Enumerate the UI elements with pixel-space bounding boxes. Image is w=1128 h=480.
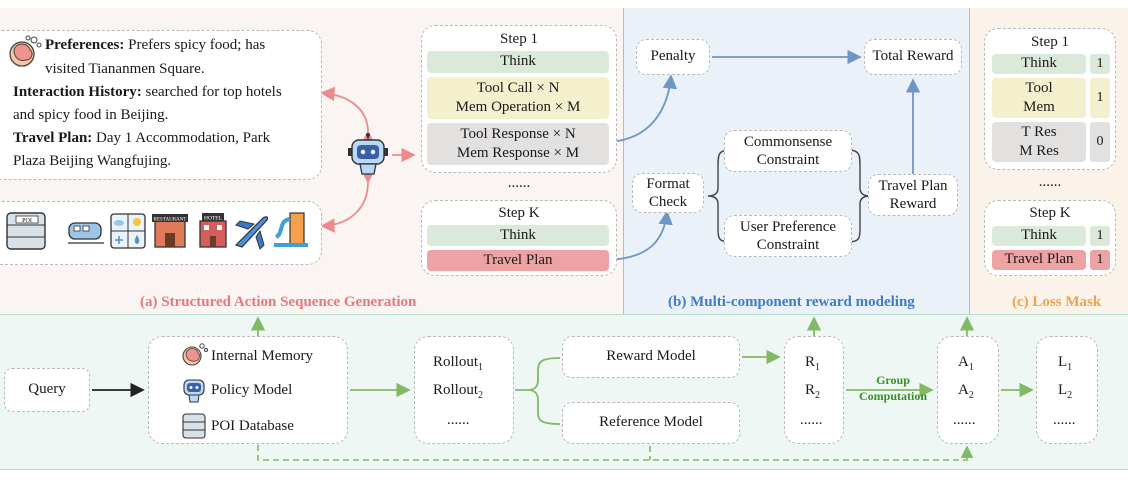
brace-rollout: [515, 357, 561, 425]
step-ellipsis: ......: [507, 175, 531, 191]
rollout-box: [414, 336, 514, 444]
poi-label: POI: [22, 218, 32, 224]
r-values-box: [784, 336, 844, 444]
stepk-title: Step K: [498, 205, 540, 221]
step1-think-row: Think: [427, 51, 609, 73]
stepk-travel-plan-row: Travel Plan: [427, 250, 609, 271]
a-values-box: [937, 336, 999, 444]
r-1: R1: [805, 354, 821, 373]
a-ellipsis: ......: [953, 412, 976, 428]
mask-think-value: 1: [1090, 54, 1110, 74]
l-2: L2: [1058, 382, 1073, 401]
memory-plan-line-2: Plaza Beijing Wangfujing.: [13, 153, 172, 169]
a-2: A2: [958, 382, 974, 401]
mask-ellipsis: ......: [1038, 174, 1062, 190]
mask-stepk-think-value: 1: [1090, 226, 1110, 246]
brain-icon: [9, 35, 42, 67]
r-ellipsis: ......: [800, 412, 823, 428]
mask-tool-value: 1: [1090, 78, 1110, 118]
hotel-icon: HOTEL: [199, 213, 227, 248]
rollout-ellipsis: ......: [447, 412, 470, 428]
step1-title: Step 1: [500, 31, 538, 47]
memory-box: [0, 30, 322, 180]
caption-b: (b) Multi-component reward modeling: [668, 294, 915, 310]
mask-stepk-think-row: Think: [992, 226, 1086, 246]
l-values-box: [1036, 336, 1098, 444]
mask-stepk-title: Step K: [1029, 205, 1071, 221]
total-reward-box: Total Reward: [864, 39, 962, 75]
mask-response-value: 0: [1090, 122, 1110, 162]
arrow-robot-to-memory: [320, 86, 376, 145]
rollout-2: Rollout2: [433, 382, 484, 401]
reference-model-box: Reference Model: [562, 402, 740, 444]
weather-icon: [110, 213, 146, 249]
l-ellipsis: ......: [1053, 412, 1076, 428]
database-icon-small: [182, 413, 206, 439]
a-1: A1: [958, 354, 974, 373]
arrow-step1-to-penalty: [607, 74, 678, 143]
arrow-stepk-to-format: [607, 210, 673, 261]
restaurant-sign-label: RESTAURANT: [154, 218, 187, 223]
penalty-box: Penalty: [636, 39, 710, 75]
rollout-1: Rollout1: [433, 354, 484, 373]
policy-model-label: Policy Model: [211, 382, 293, 398]
robot-icon-small: [183, 379, 205, 403]
internal-memory-label: Internal Memory: [211, 348, 314, 364]
r-2: R2: [805, 382, 821, 401]
mask-think-row: Think: [992, 54, 1086, 74]
stepk-think-row: Think: [427, 225, 609, 246]
mask-stepk-plan-row: Travel Plan: [992, 250, 1086, 270]
l-1: L1: [1058, 354, 1073, 373]
train-icon: [68, 222, 104, 244]
arrow-robot-to-tools: [320, 169, 376, 233]
waterpark-icon: [274, 212, 308, 247]
memory-preferences-line-1: Preferences: Prefers spicy food; has: [45, 37, 266, 53]
airplane-icon: [234, 216, 269, 250]
brace-format: [707, 149, 731, 243]
brain-icon-small: [182, 343, 208, 366]
memory-history-line-1: Interaction History: searched for top ho…: [13, 84, 282, 100]
memory-preferences-line-2: visited Tiananmen Square.: [45, 61, 205, 77]
caption-c: (c) Loss Mask: [1012, 294, 1102, 310]
reward-model-box: Reward Model: [562, 336, 740, 378]
robot-icon: [348, 133, 388, 175]
query-box: Query: [4, 368, 90, 412]
memory-history-line-2: and spicy food in Beijing.: [13, 107, 169, 123]
poi-database-label: POI Database: [211, 418, 294, 434]
memory-plan-line-1: Travel Plan: Day 1 Accommodation, Park: [13, 130, 271, 146]
restaurant-icon: RESTAURANT: [152, 214, 188, 248]
caption-a: (a) Structured Action Sequence Generatio…: [140, 294, 417, 310]
database-icon: POI: [6, 212, 46, 250]
dashed-feedback-line: [257, 445, 974, 461]
hotel-sign-label: HOTEL: [204, 216, 223, 222]
policy-group-box: [148, 336, 348, 444]
mask-step1-title: Step 1: [1031, 34, 1069, 50]
mask-stepk-plan-value: 1: [1090, 250, 1110, 270]
